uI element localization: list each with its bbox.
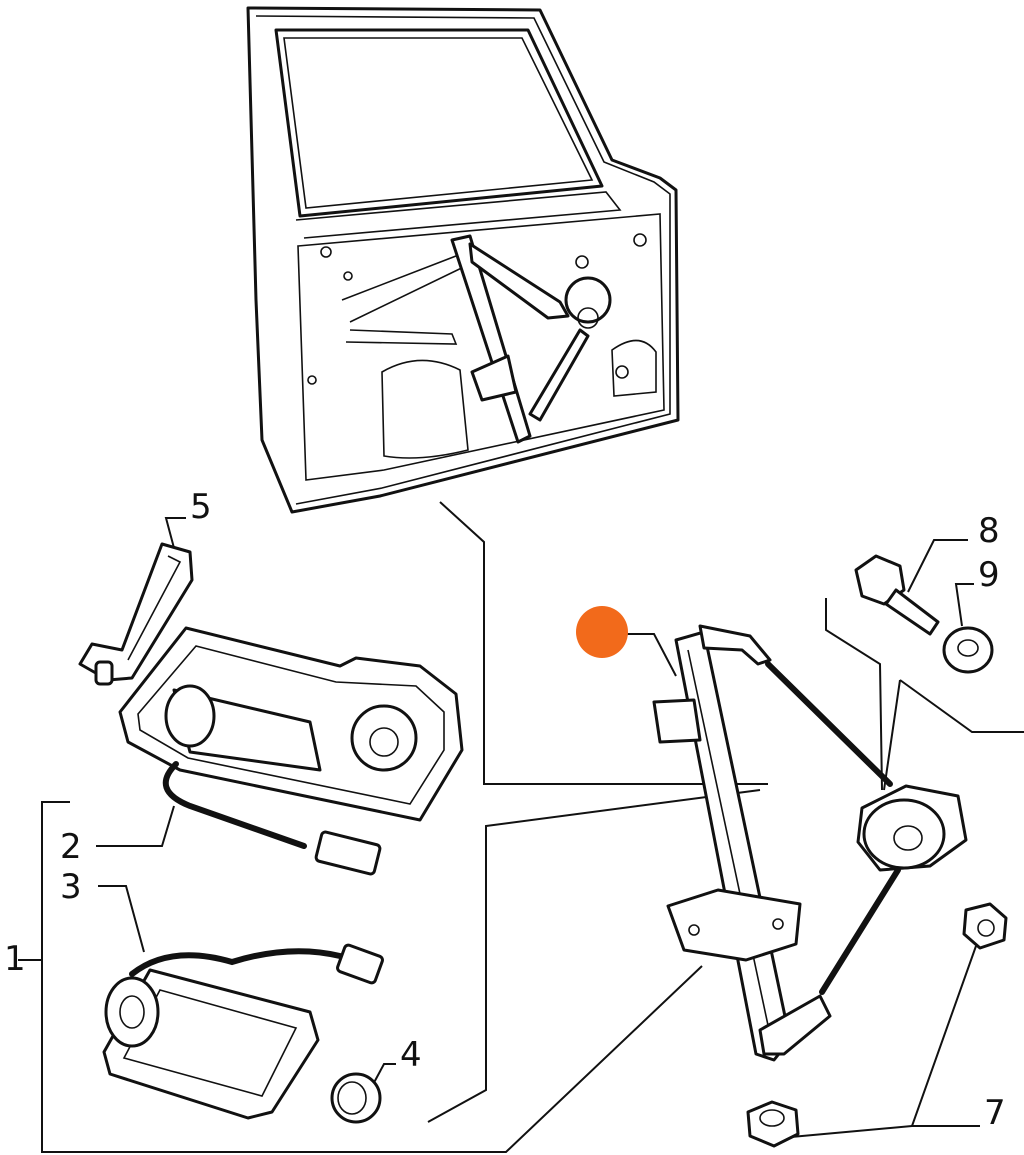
- leader-lines: [18, 501, 1024, 1153]
- part-3-motor: [102, 943, 384, 1120]
- orange-marker-dot: [576, 606, 628, 658]
- part-8-bolt: [854, 554, 940, 636]
- callout-5: 5: [190, 487, 212, 527]
- part-7-nuts: [746, 902, 1008, 1148]
- callout-2: 2: [60, 827, 82, 867]
- part-2-motor-assembly: [118, 626, 464, 876]
- part-4-grommet: [330, 1072, 382, 1124]
- part-5-bracket: [78, 542, 194, 686]
- callout-4: 4: [400, 1035, 422, 1075]
- part-9-washer: [942, 626, 994, 674]
- callout-labels: 1 2 3 4 5 7 8 9: [4, 487, 1006, 1133]
- callout-9: 9: [978, 555, 1000, 595]
- callout-1: 1: [4, 939, 26, 979]
- car-door: [246, 6, 680, 514]
- window-regulator: [652, 624, 968, 1062]
- callout-8: 8: [978, 511, 1000, 551]
- callout-3: 3: [60, 867, 82, 907]
- callout-7: 7: [984, 1093, 1006, 1133]
